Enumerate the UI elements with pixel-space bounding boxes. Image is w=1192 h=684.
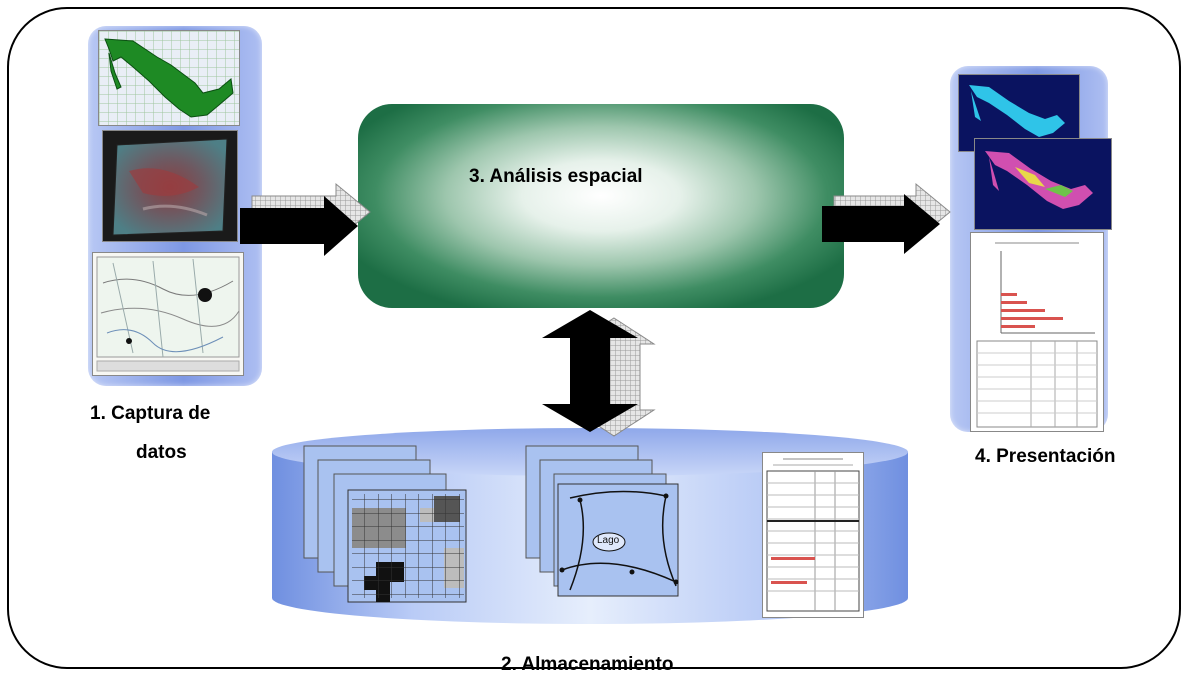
arrow-analysis-storage-bidirectional xyxy=(542,310,656,437)
analysis-box xyxy=(358,104,844,308)
analysis-label: 3. Análisis espacial xyxy=(469,166,643,187)
lake-label: Lago xyxy=(597,535,620,546)
diagram-frame xyxy=(7,7,1181,669)
arrow-analysis-to-presentation xyxy=(822,182,951,254)
presentation-map-thumbnail-2 xyxy=(974,138,1112,230)
attribute-table-document xyxy=(762,452,864,618)
mexico-map-thumbnail xyxy=(98,30,240,126)
topographic-map-thumbnail xyxy=(92,252,244,376)
capture-label-line1: 1. Captura de xyxy=(90,403,211,424)
storage-label: 2. Almacenamiento xyxy=(501,654,674,675)
capture-label-line2: datos xyxy=(136,442,187,463)
presentation-label: 4. Presentación xyxy=(975,446,1116,467)
satellite-image-thumbnail xyxy=(102,130,238,242)
arrow-capture-to-analysis xyxy=(240,182,371,256)
presentation-report-thumbnail xyxy=(970,232,1104,432)
